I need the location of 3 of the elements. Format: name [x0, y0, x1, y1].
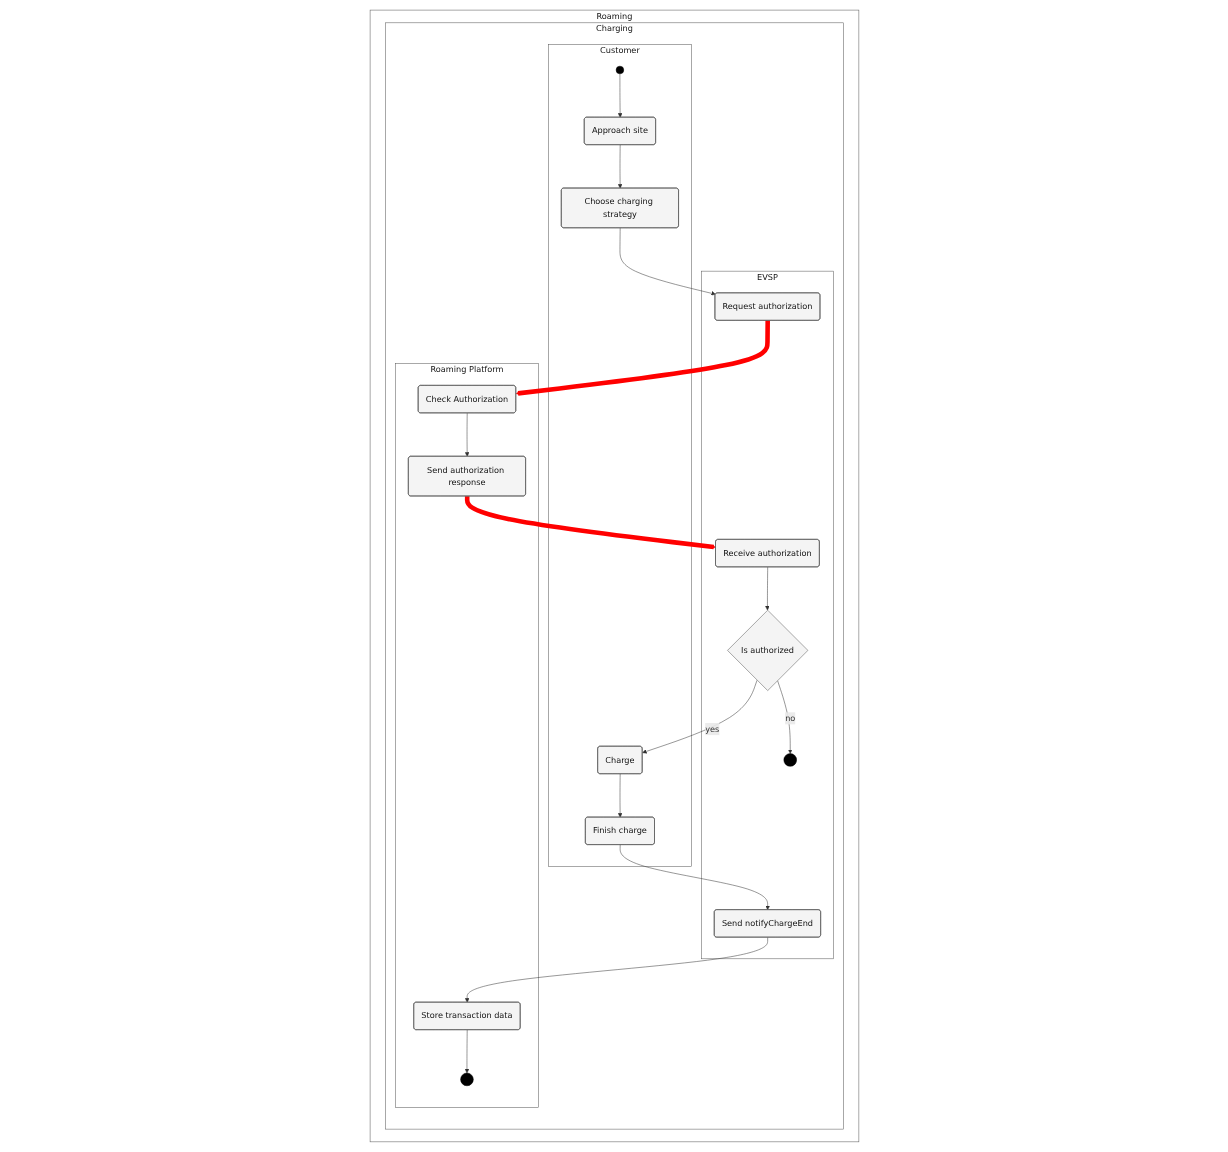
arrow	[515, 320, 770, 396]
arrow	[464, 496, 716, 550]
node-circle	[615, 65, 624, 75]
